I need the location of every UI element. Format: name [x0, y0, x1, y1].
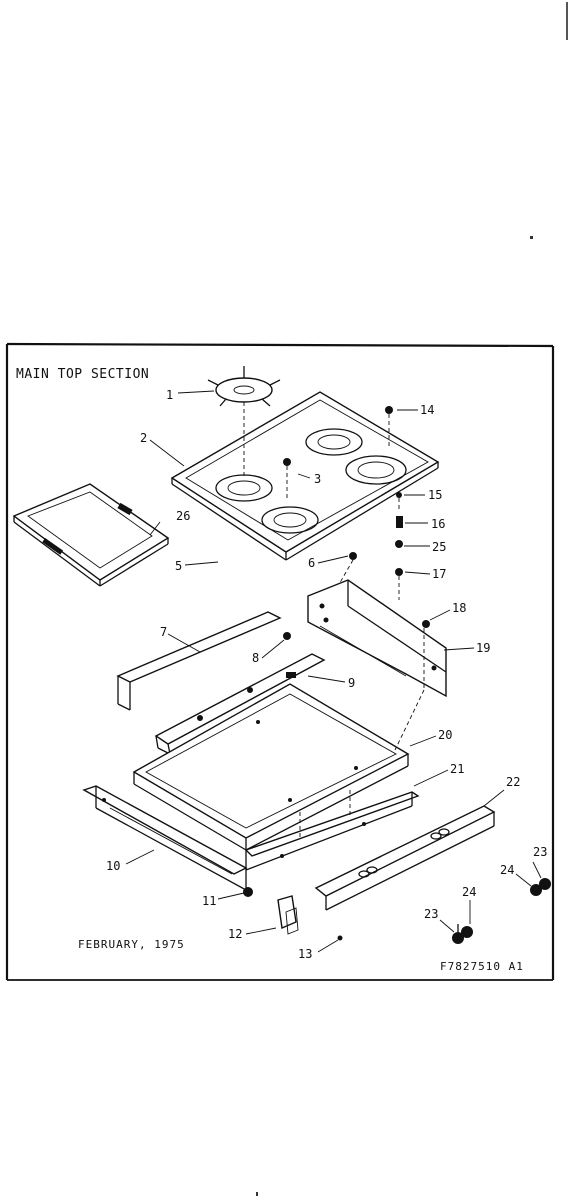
callout-8: 8	[252, 651, 259, 665]
callout-12: 12	[228, 927, 242, 941]
leveler-right	[530, 878, 551, 896]
callout-20: 20	[438, 728, 452, 742]
callout-9: 9	[348, 676, 355, 690]
drawing-number: F7827510 A1	[440, 960, 524, 973]
callout-7: 7	[160, 625, 167, 639]
callout-24-left: 24	[462, 885, 476, 899]
callout-17: 17	[432, 567, 446, 581]
small-bracket	[277, 895, 299, 935]
callout-26: 26	[176, 509, 190, 523]
cooktop-burner-openings	[215, 428, 407, 534]
callout-10: 10	[106, 859, 120, 873]
callout-23-right: 23	[533, 845, 547, 859]
callout-6: 6	[308, 556, 315, 570]
callout-18: 18	[452, 601, 466, 615]
burner-support-bar	[154, 653, 326, 755]
leveling-foot	[243, 887, 253, 897]
callout-3: 3	[314, 472, 321, 486]
publication-date: FEBRUARY, 1975	[78, 938, 185, 951]
callout-24-right: 24	[500, 863, 514, 877]
callout-14: 14	[420, 403, 434, 417]
callout-19: 19	[476, 641, 490, 655]
small-hardware-right	[385, 406, 430, 628]
leveler-left	[452, 924, 473, 944]
oven-window-assembly	[12, 483, 170, 587]
callout-labels: 1 2 3 5 6 7 8 9 10 11 12 13 14 15 16 25 …	[106, 388, 547, 961]
small-screw	[337, 935, 343, 941]
callout-21: 21	[450, 762, 464, 776]
lower-support-rail	[244, 791, 420, 871]
callout-15: 15	[428, 488, 442, 502]
callout-5: 5	[175, 559, 182, 573]
rear-bracket	[307, 579, 447, 698]
callout-23-left: 23	[424, 907, 438, 921]
diagram-frame	[5, 342, 555, 981]
front-rail	[82, 785, 248, 891]
callout-22: 22	[506, 775, 520, 789]
callout-25: 25	[432, 540, 446, 554]
cooktop-screw	[283, 458, 291, 466]
scan-specks	[256, 2, 568, 1196]
burner-box	[132, 683, 410, 851]
section-title: MAIN TOP SECTION	[16, 367, 149, 382]
side-trim-strip	[116, 611, 282, 711]
mounting-screw	[283, 632, 291, 640]
rear-rail	[314, 805, 496, 911]
spring-clip	[349, 552, 357, 560]
burner-grate	[207, 366, 281, 407]
callout-11: 11	[202, 894, 216, 908]
main-cooktop	[170, 391, 440, 561]
callout-1: 1	[166, 388, 173, 402]
callout-13: 13	[298, 947, 312, 961]
callout-2: 2	[140, 431, 147, 445]
callout-16: 16	[431, 517, 445, 531]
leader-lines	[125, 390, 542, 953]
